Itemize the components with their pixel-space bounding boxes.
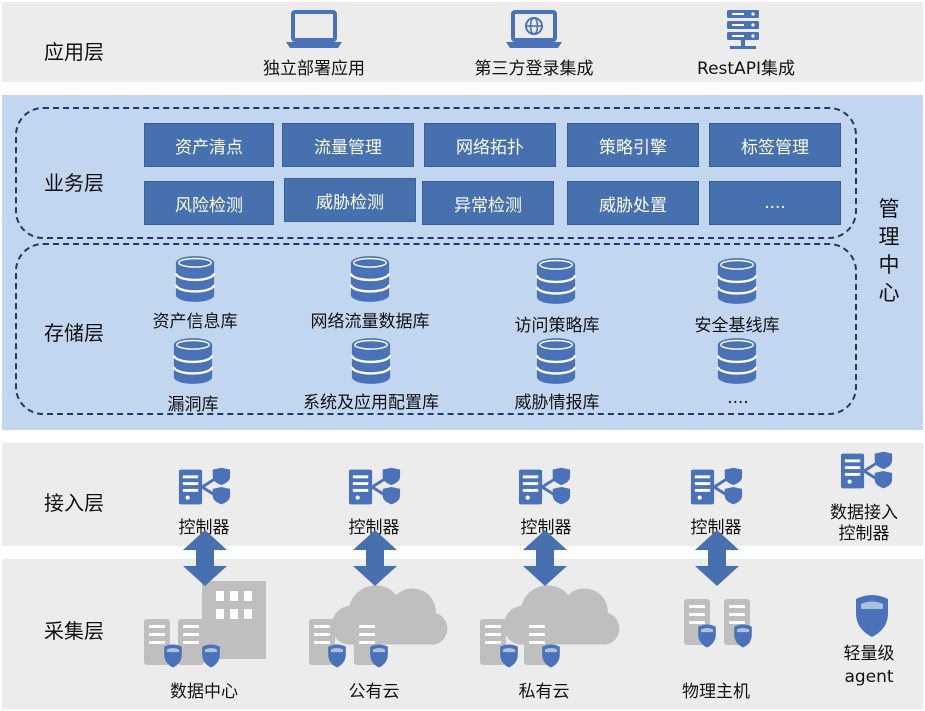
cloud-icon [498, 581, 624, 649]
biz-network-topology: 网络拓扑 [424, 123, 556, 167]
database-icon [716, 257, 758, 309]
database-icon [349, 255, 391, 307]
controller-icon [840, 451, 894, 495]
controller-icon [348, 467, 402, 511]
collect-data-center: 数据中心 [170, 682, 238, 702]
access-controller-1: 控制器 [178, 518, 230, 538]
database-icon [535, 257, 577, 309]
business-layer-frame [15, 107, 857, 239]
biz-more: .... [709, 181, 841, 225]
storage-security-baseline-db: 安全基线库 [694, 316, 780, 336]
shield-icon [696, 623, 718, 653]
bidirectional-arrow-icon [695, 530, 739, 590]
storage-vulnerability-db: 漏洞库 [167, 395, 219, 415]
collection-layer: 采集层 数据中心 公有云 私有云 物理主机 轻量级agent [2, 559, 923, 709]
management-center-label: 管理中心 [878, 197, 900, 305]
storage-more: .... [727, 388, 749, 408]
bidirectional-arrow-icon [353, 530, 397, 590]
collect-private-cloud: 私有云 [518, 682, 570, 702]
access-controller-3: 控制器 [520, 518, 572, 538]
collect-lightweight-agent: 轻量级agent [843, 644, 895, 687]
access-layer-title: 接入层 [44, 491, 104, 515]
biz-traffic-management: 流量管理 [282, 123, 414, 167]
storage-layer-frame [15, 243, 857, 415]
collect-physical-host: 物理主机 [682, 682, 750, 702]
business-layer-title: 业务层 [44, 171, 104, 195]
biz-tag-management: 标签管理 [709, 123, 841, 167]
access-layer: 接入层 控制器 控制器 控制器 控制器 数据接入控制器 [2, 443, 923, 546]
controller-icon [690, 467, 744, 511]
database-icon [716, 337, 758, 389]
app-item-standalone: 独立部署应用 [263, 59, 365, 79]
storage-layer-title: 存储层 [44, 321, 104, 345]
server-rack-icon [724, 8, 762, 54]
data-access-controller: 数据接入控制器 [830, 503, 898, 544]
controller-icon [518, 467, 572, 511]
application-layer: 应用层 独立部署应用 第三方登录集成 [2, 2, 923, 82]
database-icon [535, 337, 577, 389]
cloud-icon [326, 581, 452, 649]
app-item-restapi: RestAPI集成 [697, 59, 795, 79]
agent-shield-icon [852, 593, 892, 643]
access-controller-4: 控制器 [690, 518, 742, 538]
biz-risk-detection: 风险检测 [144, 181, 274, 225]
database-icon [350, 337, 392, 389]
shield-icon [498, 643, 520, 673]
storage-network-traffic-db: 网络流量数据库 [310, 312, 430, 332]
storage-threat-intel-db: 威胁情报库 [514, 393, 600, 413]
shield-icon [200, 643, 222, 673]
app-item-third-party-login: 第三方登录集成 [474, 59, 594, 79]
collect-public-cloud: 公有云 [348, 682, 400, 702]
database-icon [174, 255, 216, 307]
bidirectional-arrow-icon [183, 530, 227, 590]
storage-access-policy-db: 访问策略库 [514, 316, 600, 336]
biz-policy-engine: 策略引擎 [567, 123, 699, 167]
shield-icon [540, 643, 562, 673]
biz-threat-detection: 威胁检测 [284, 178, 416, 222]
application-layer-title: 应用层 [44, 40, 104, 64]
management-center-panel: 业务层 存储层 资产清点 流量管理 网络拓扑 策略引擎 标签管理 风险检测 威胁… [2, 95, 923, 430]
storage-system-app-config-db: 系统及应用配置库 [303, 393, 439, 413]
access-controller-2: 控制器 [348, 518, 400, 538]
biz-threat-response: 威胁处置 [567, 181, 699, 225]
shield-icon [732, 623, 754, 653]
shield-icon [326, 643, 348, 673]
collection-layer-title: 采集层 [44, 619, 104, 643]
shield-icon [162, 643, 184, 673]
database-icon [172, 337, 214, 389]
laptop-icon [285, 10, 343, 54]
shield-icon [368, 643, 390, 673]
biz-anomaly-detection: 异常检测 [422, 181, 554, 225]
biz-asset-inventory: 资产清点 [144, 123, 274, 167]
storage-asset-info-db: 资产信息库 [152, 312, 238, 332]
web-laptop-icon [505, 10, 563, 54]
bidirectional-arrow-icon [523, 530, 567, 590]
controller-icon [178, 467, 232, 511]
